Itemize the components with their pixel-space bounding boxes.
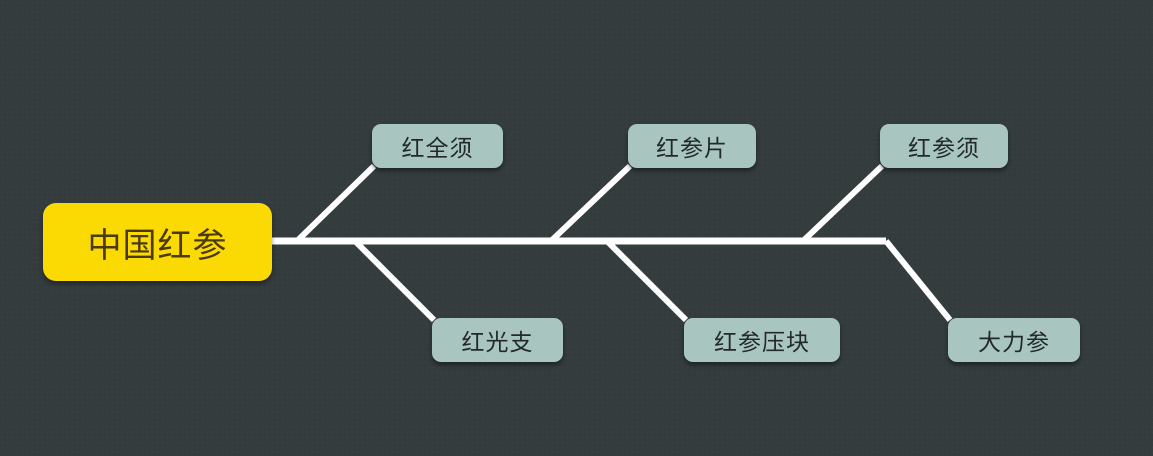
branch-node-4[interactable]: 红参压块 — [684, 318, 840, 362]
branch-node-3-label: 红参片 — [656, 136, 728, 162]
branch-node-1-label: 红全须 — [401, 136, 474, 162]
branch-node-6-label: 大力参 — [978, 330, 1050, 356]
branch-node-4-label: 红参压块 — [714, 330, 810, 356]
root-node-label: 中国红参 — [87, 225, 228, 266]
branch-node-1[interactable]: 红全须 — [372, 124, 503, 168]
root-node-china-red-ginseng[interactable]: 中国红参 — [43, 203, 272, 281]
branch-node-2[interactable]: 红光支 — [432, 318, 563, 362]
branch-node-2-label: 红光支 — [461, 330, 534, 356]
branch-node-5[interactable]: 红参须 — [880, 124, 1008, 168]
branch-node-3[interactable]: 红参片 — [628, 124, 756, 168]
branch-node-6[interactable]: 大力参 — [948, 318, 1080, 362]
branch-node-5-label: 红参须 — [908, 136, 980, 162]
